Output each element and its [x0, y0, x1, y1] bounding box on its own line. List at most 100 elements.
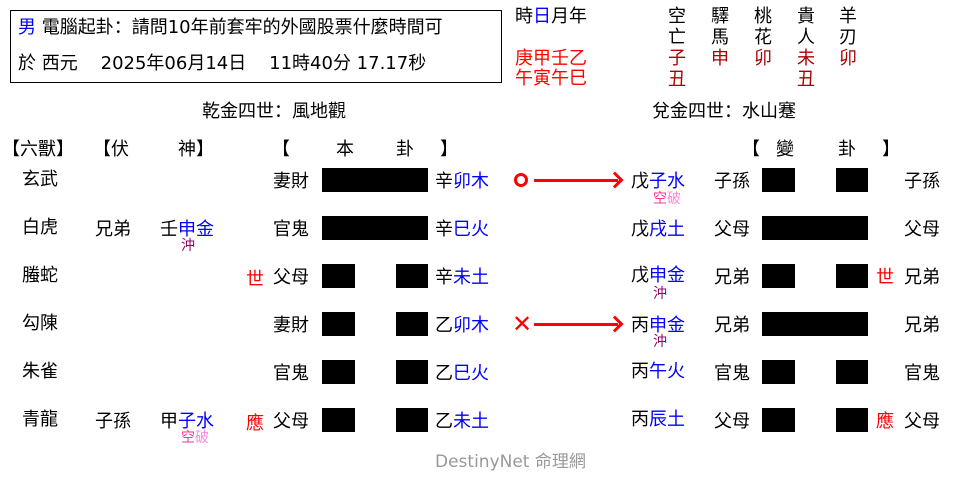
changed-ganzhi: 丙辰土	[631, 409, 685, 431]
changed-branch: 午火	[649, 361, 685, 382]
yin-line-bar-right	[836, 408, 868, 432]
spirit-name-top: 羊	[839, 6, 857, 27]
header-changed-2: 卦	[838, 139, 856, 160]
hidden-note-chong: 沖	[181, 238, 195, 254]
six-beast: 螣蛇	[22, 265, 58, 286]
changed-stem: 丙	[631, 361, 649, 382]
spirit-name-bottom: 人	[797, 27, 815, 48]
hidden-ganzhi: 甲子水	[160, 411, 214, 433]
changed-relation-right: 兄弟	[904, 267, 940, 288]
spirit-yangren: 羊 刃 卯	[838, 6, 858, 69]
changed-stem: 戊	[631, 265, 649, 286]
question-text: 電腦起卦：請問10年前套牢的外國股票什麼時間可	[41, 17, 443, 38]
header-main-2: 卦	[396, 139, 414, 160]
yin-line-bar-left	[762, 168, 795, 192]
changed-stem: 丙	[631, 315, 649, 336]
line-relation: 官鬼	[273, 363, 309, 384]
line-branch: 未土	[453, 267, 489, 288]
yin-line-bar-right	[396, 264, 428, 288]
hidden-stem: 壬	[160, 219, 178, 240]
yin-line-bar-right	[396, 408, 428, 432]
changed-relation: 官鬼	[714, 363, 750, 384]
pillar-labels: 時日月年	[515, 6, 587, 28]
header-hidden-open: 【伏	[93, 139, 129, 160]
pillar-branches: 午寅午巳	[515, 68, 587, 89]
yin-line-bar-left	[762, 264, 795, 288]
kong-note: 空	[181, 430, 195, 446]
change-arrow-line	[534, 179, 618, 182]
changed-ganzhi: 戊子水	[631, 171, 685, 193]
changed-hexagram-title: 兌金四世：水山蹇	[652, 101, 796, 122]
date-line: 於 西元 2025年06月14日 11時40分 17.17秒	[18, 53, 426, 75]
hidden-relation: 子孫	[95, 411, 131, 432]
changed-relation-right: 父母	[904, 411, 940, 432]
yin-line-bar-left	[322, 408, 355, 432]
spirit-value: 丑	[668, 69, 686, 90]
po-note: 破	[195, 430, 209, 446]
line-relation: 父母	[273, 411, 309, 432]
arrow-head-icon	[606, 315, 624, 333]
line-ganzhi: 辛卯木	[435, 171, 489, 193]
line-branch: 未土	[453, 411, 489, 432]
changed-shi-marker: 世	[876, 267, 894, 288]
changed-stem: 丙	[631, 409, 649, 430]
changed-relation-right: 兄弟	[904, 315, 940, 336]
changed-branch: 申金	[649, 315, 685, 336]
spirit-value: 丑	[797, 69, 815, 90]
spirit-name-bottom: 刃	[839, 27, 857, 48]
six-beast: 青龍	[22, 409, 58, 430]
spirit-name-top: 貴	[797, 6, 815, 27]
changed-branch: 戌土	[649, 219, 685, 240]
moving-yang-circle-icon	[514, 173, 528, 187]
ying-marker: 應	[246, 413, 264, 434]
six-beast: 玄武	[22, 169, 58, 190]
changed-relation: 兄弟	[714, 267, 750, 288]
line-relation: 妻財	[273, 315, 309, 336]
changed-ganzhi: 丙午火	[631, 361, 685, 383]
line-stem: 乙	[435, 363, 453, 384]
spirit-name-top: 空	[668, 6, 686, 27]
kong-note: 空	[653, 191, 667, 207]
yin-line-bar-left	[322, 264, 355, 288]
line-ganzhi: 乙卯木	[435, 315, 489, 337]
yin-line-bar-right	[396, 360, 428, 384]
spirit-guiren: 貴 人 未 丑	[796, 6, 816, 90]
yang-line-bar	[762, 312, 868, 336]
changed-relation: 父母	[714, 411, 750, 432]
yin-line-bar-left	[762, 408, 795, 432]
yang-line-bar	[762, 216, 868, 240]
six-beast: 勾陳	[22, 313, 58, 334]
line-ganzhi: 乙巳火	[435, 363, 489, 385]
pillar-label-day: 日	[533, 6, 551, 27]
changed-relation: 父母	[714, 219, 750, 240]
line-ganzhi: 辛巳火	[435, 219, 489, 241]
yin-line-bar-left	[762, 360, 795, 384]
line-branch: 卯木	[453, 315, 489, 336]
pillar-label-hour: 時	[515, 6, 533, 27]
pillar-label-year: 年	[569, 6, 587, 27]
header-main-open: 【	[272, 139, 290, 160]
po-note: 破	[667, 191, 681, 207]
spirit-taohua: 桃 花 卯	[753, 6, 773, 69]
main-hexagram-title: 乾金四世：風地觀	[202, 101, 346, 122]
header-changed-close: 】	[882, 139, 900, 160]
hidden-relation: 兄弟	[95, 219, 131, 240]
time-value: 11時40分 17.17秒	[269, 53, 427, 74]
date-prefix: 於 西元	[18, 53, 78, 74]
moving-yin-cross-icon: ✕	[512, 310, 533, 338]
yang-line-bar	[322, 168, 428, 192]
changed-relation: 子孫	[714, 171, 750, 192]
spirit-name-bottom: 亡	[668, 27, 686, 48]
line-relation: 官鬼	[273, 219, 309, 240]
changed-stem: 戊	[631, 219, 649, 240]
line-ganzhi: 辛未土	[435, 267, 489, 289]
spirit-name-top: 驛	[711, 6, 729, 27]
line-branch: 巳火	[453, 363, 489, 384]
yin-line-bar-right	[836, 168, 868, 192]
six-beast: 朱雀	[22, 361, 58, 382]
gender-label: 男	[18, 17, 36, 38]
pillar-stems: 庚甲壬乙	[515, 48, 587, 69]
changed-relation-right: 父母	[904, 219, 940, 240]
yin-line-bar-left	[322, 360, 355, 384]
yin-line-bar-right	[396, 312, 428, 336]
